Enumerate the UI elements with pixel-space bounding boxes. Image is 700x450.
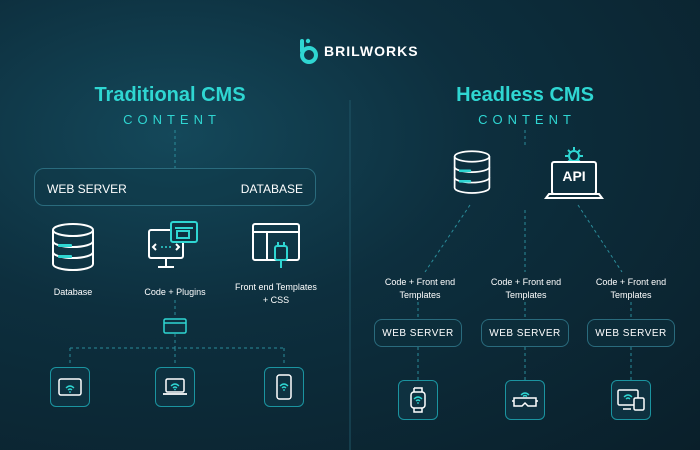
code-frontend-caption-3: Code + Front end Templates — [595, 277, 667, 300]
vr-headset-icon — [505, 380, 545, 420]
brand-logo: BRILWORKS — [298, 36, 419, 66]
code-plugins-caption: Code + Plugins — [144, 287, 206, 297]
desktop-wifi-icon — [611, 380, 651, 420]
traditional-title: Traditional CMS — [94, 84, 246, 106]
browser-template-icon — [251, 222, 301, 277]
smartwatch-icon — [398, 380, 438, 420]
phone-wifi-icon — [264, 367, 304, 407]
browser-window-icon — [163, 318, 187, 339]
code-frontend-caption-1: Code + Front end Templates — [384, 277, 456, 300]
headless-database-icon — [452, 148, 492, 203]
brand-name: BRILWORKS — [324, 43, 419, 59]
headless-subtitle: CONTENT — [478, 112, 576, 127]
headless-title: Headless CMS — [456, 84, 594, 106]
traditional-server-box: WEB SERVER DATABASE — [34, 168, 316, 206]
database-icon — [50, 222, 96, 277]
api-laptop-icon: API — [544, 144, 604, 202]
database-label: DATABASE — [240, 182, 303, 196]
api-label: API — [562, 168, 586, 184]
frontend-templates-caption: Front end Templates + CSS — [235, 282, 317, 305]
web-server-box-3: WEB SERVER — [587, 319, 675, 347]
laptop-wifi-icon — [155, 367, 195, 407]
database-caption: Database — [53, 287, 93, 297]
tablet-wifi-icon — [50, 367, 90, 407]
code-frontend-caption-2: Code + Front end Templates — [490, 277, 562, 300]
monitor-code-icon — [147, 220, 201, 277]
brilworks-logo-icon — [300, 38, 318, 64]
web-server-box-2: WEB SERVER — [481, 319, 569, 347]
web-server-box-1: WEB SERVER — [374, 319, 462, 347]
traditional-subtitle: CONTENT — [123, 112, 221, 127]
web-server-label: WEB SERVER — [47, 182, 127, 196]
